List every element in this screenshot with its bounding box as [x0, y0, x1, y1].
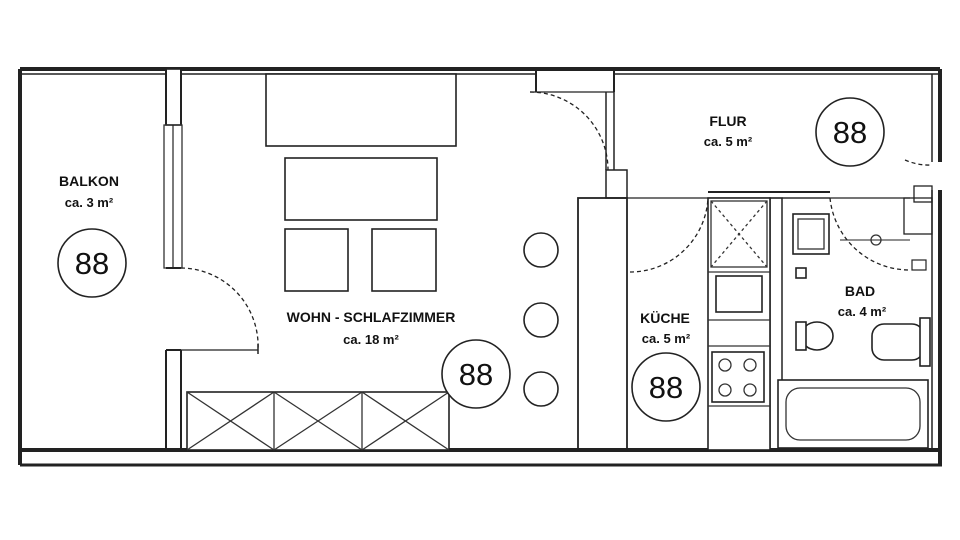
washer: [792, 213, 830, 255]
room-name: KÜCHE: [640, 310, 690, 326]
room-badge-label: 88: [833, 115, 867, 150]
stool: [523, 232, 559, 268]
wardrobe: [265, 73, 457, 147]
room-badge: [815, 97, 885, 167]
bath-fixtures: [777, 213, 931, 449]
interior-walls: [529, 69, 933, 451]
room-name: BAD: [845, 283, 875, 299]
cabinet-row: [186, 391, 450, 451]
room-badge: [631, 352, 701, 422]
room-kueche: KÜCHE ca. 5 m² 88: [631, 310, 701, 422]
balkon-wall: [163, 68, 259, 450]
stove: [711, 351, 765, 403]
room-area: ca. 18 m²: [343, 332, 399, 347]
room-badge-label: 88: [75, 246, 109, 281]
room-area: ca. 5 m²: [704, 134, 753, 149]
room-area: ca. 3 m²: [65, 195, 114, 210]
room-badge-label: 88: [459, 357, 493, 392]
room-balkon: BALKON ca. 3 m² 88: [57, 173, 127, 298]
room-badge: [57, 228, 127, 298]
stool: [523, 371, 559, 407]
room-bad: BAD ca. 4 m²: [838, 283, 887, 319]
living-furniture: [186, 73, 559, 451]
room-name: FLUR: [709, 113, 746, 129]
washbasin: [871, 323, 925, 361]
bathtub: [777, 379, 929, 449]
room-badge: [441, 339, 511, 409]
room-area: ca. 5 m²: [642, 331, 691, 346]
sink: [715, 275, 763, 313]
armchair-right: [371, 228, 437, 292]
room-name: WOHN - SCHLAFZIMMER: [287, 309, 456, 325]
room-name: BALKON: [59, 173, 119, 189]
room-wohn: WOHN - SCHLAFZIMMER ca. 18 m² 88: [287, 309, 511, 409]
armchair-left: [284, 228, 349, 292]
room-badge-label: 88: [649, 370, 683, 405]
room-area: ca. 4 m²: [838, 304, 887, 319]
stool: [523, 302, 559, 338]
bed: [284, 157, 438, 221]
kitchen-fixtures: [707, 197, 771, 451]
room-flur: FLUR ca. 5 m² 88: [704, 97, 885, 167]
